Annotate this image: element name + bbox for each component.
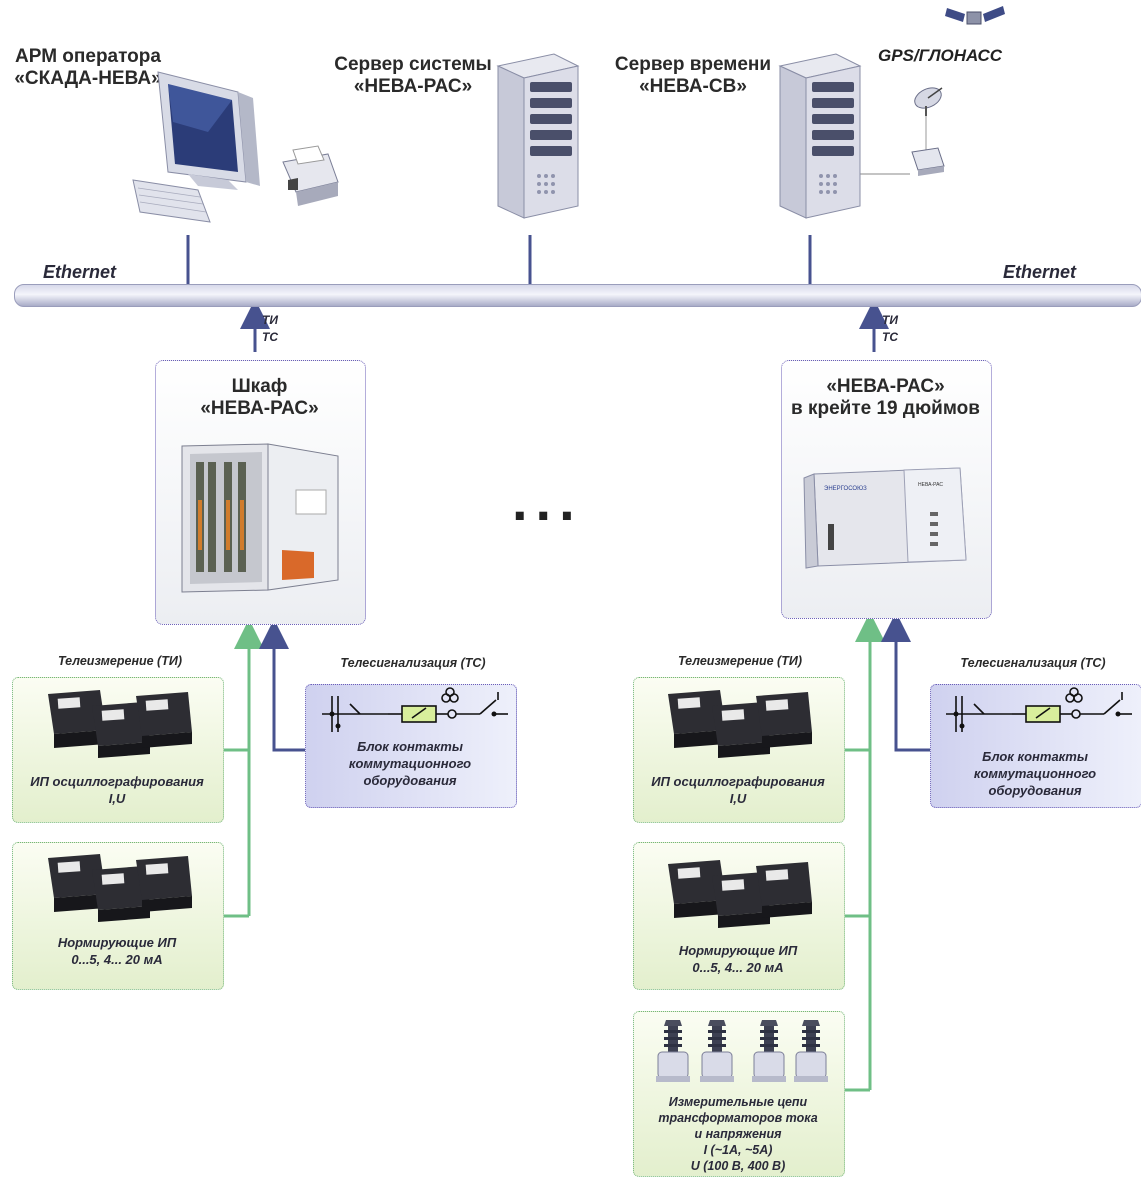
left-ts-label: Блок контакты коммутационного оборудован… xyxy=(305,738,515,789)
signal-ts-left: ТС xyxy=(262,330,278,344)
cabinet-title: Шкаф «НЕВА-РАС» xyxy=(155,376,364,420)
cabinet-title-line1: Шкаф xyxy=(231,376,288,397)
right-box1-line1: ИП осциллографирования xyxy=(651,774,825,789)
signal-labels-right: ТИ ТС xyxy=(882,312,898,346)
right-box3-line1: Измерительные цепи xyxy=(668,1095,808,1109)
right-box2-label: Нормирующие ИП 0...5, 4... 20 мА xyxy=(633,942,843,976)
ethernet-label-left: Ethernet xyxy=(43,262,117,282)
right-ts-line2: коммутационного xyxy=(973,766,1097,781)
right-box3-line3: и напряжения xyxy=(694,1127,782,1141)
converter-modules-icon xyxy=(668,690,812,758)
server-time-icon xyxy=(778,53,862,219)
signal-ts-right: ТС xyxy=(882,330,898,344)
cabinet-icon xyxy=(181,443,339,593)
server-time-title: Сервер времени «НЕВА-СВ» xyxy=(605,54,781,98)
arm-title: АРМ оператора «СКАДА-НЕВА» xyxy=(0,46,176,90)
right-ts-title: Телесигнализация (ТС) xyxy=(960,656,1106,670)
rack-title-line1: «НЕВА-РАС» xyxy=(826,376,945,397)
left-ts-line2: коммутационного xyxy=(348,756,472,771)
right-ts-line3: оборудования xyxy=(988,783,1082,798)
gps-antenna-icon xyxy=(911,87,945,176)
right-box1-label: ИП осциллографирования I,U xyxy=(633,773,843,807)
gps-label: GPS/ГЛОНАСС xyxy=(878,46,1002,65)
right-box2-line2: 0...5, 4... 20 мА xyxy=(692,960,784,975)
server-system-icon xyxy=(496,53,580,219)
left-ts-line1: Блок контакты xyxy=(357,739,463,754)
left-ts-title: Телесигнализация (ТС) xyxy=(340,656,486,670)
satellite-icon xyxy=(945,6,1005,25)
server-time-title-line1: Сервер времени xyxy=(614,54,772,75)
right-ti-title: Телеизмерение (ТИ) xyxy=(677,654,803,668)
converter-modules-icon xyxy=(48,854,192,922)
server-system-title-line2: «НЕВА-РАС» xyxy=(353,76,473,97)
right-ts-label: Блок контакты коммутационного оборудован… xyxy=(930,748,1140,799)
left-box2-line2: 0...5, 4... 20 мА xyxy=(71,952,163,967)
signal-ti-right: ТИ xyxy=(882,313,898,327)
left-ts-line3: оборудования xyxy=(363,773,457,788)
rack-title: «НЕВА-РАС» в крейте 19 дюймов xyxy=(781,376,990,420)
right-box2-line1: Нормирующие ИП xyxy=(678,943,798,958)
ellipsis: ... xyxy=(512,469,583,532)
cabinet-title-line2: «НЕВА-РАС» xyxy=(200,398,319,419)
rack-model: НЕВА-РАС xyxy=(918,482,943,488)
server-time-title-line2: «НЕВА-СВ» xyxy=(639,76,747,97)
rack-brand: ЭНЕРГОСОЮЗ xyxy=(824,486,867,492)
arm-title-line1: АРМ оператора xyxy=(15,46,161,67)
left-box1-line2: I,U xyxy=(108,791,126,806)
left-box2-label: Нормирующие ИП 0...5, 4... 20 мА xyxy=(12,934,222,968)
left-box2-line1: Нормирующие ИП xyxy=(57,935,177,950)
switch-schematic-icon xyxy=(322,687,508,732)
switch-schematic-icon xyxy=(946,687,1132,732)
converter-modules-icon xyxy=(48,690,192,758)
left-box1-label: ИП осциллографирования I,U xyxy=(12,773,222,807)
converter-modules-icon xyxy=(668,860,812,928)
ethernet-bus xyxy=(14,284,1141,307)
signal-ti-left: ТИ xyxy=(262,313,278,327)
right-box-ts xyxy=(930,684,1141,808)
left-ti-title: Телеизмерение (ТИ) xyxy=(57,654,183,668)
server-system-title: Сервер системы «НЕВА-РАС» xyxy=(318,54,508,98)
server-system-title-line1: Сервер системы xyxy=(334,54,492,75)
left-box1-line1: ИП осциллографирования xyxy=(30,774,204,789)
left-box-ts xyxy=(305,684,517,808)
printer-icon xyxy=(282,145,339,206)
rack-title-line2: в крейте 19 дюймов xyxy=(791,398,980,419)
right-ts-line1: Блок контакты xyxy=(982,749,1088,764)
right-box1-line2: I,U xyxy=(729,791,747,806)
rack-icon: ЭНЕРГОСОЮЗ НЕВА-РАС xyxy=(803,467,967,569)
right-box3-line5: U (100 В, 400 В) xyxy=(690,1159,786,1173)
ethernet-label-right: Ethernet xyxy=(1003,262,1077,282)
right-box3-label: Измерительные цепи трансформаторов тока … xyxy=(633,1094,843,1174)
arm-title-line2: «СКАДА-НЕВА» xyxy=(14,68,162,89)
right-box3-line4: I (~1A, ~5A) xyxy=(703,1143,773,1157)
signal-labels-left: ТИ ТС xyxy=(262,312,278,346)
right-box3-line2: трансформаторов тока xyxy=(658,1111,818,1125)
instrument-transformers-icon xyxy=(656,1020,828,1082)
workstation-icon xyxy=(132,71,339,223)
